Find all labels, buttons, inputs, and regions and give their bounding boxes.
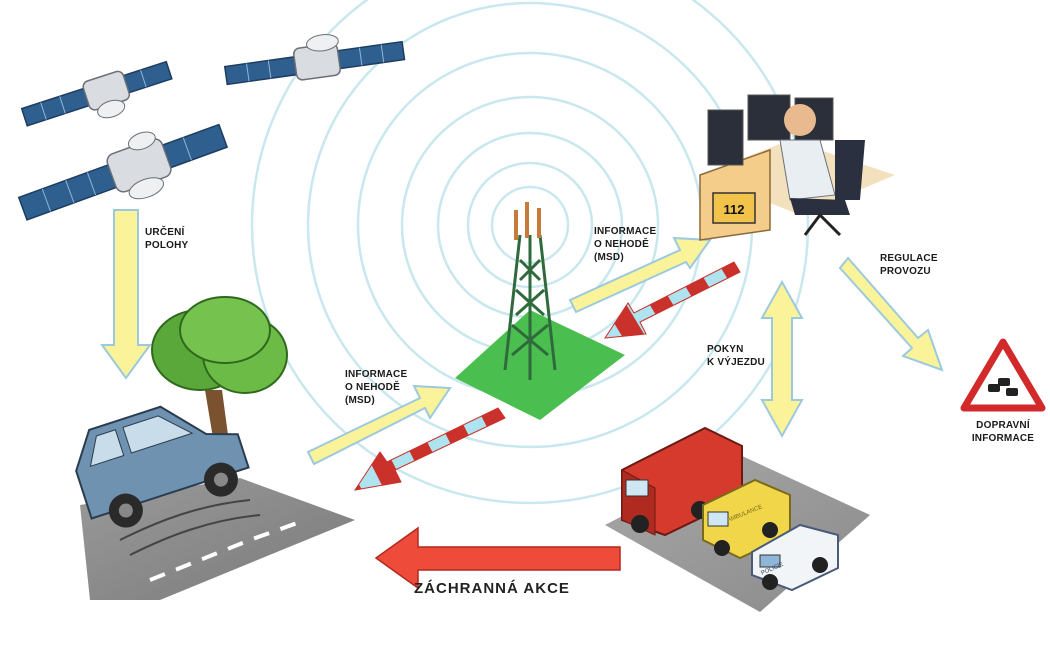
traffic-info-label: DOPRAVNÍ INFORMACE <box>968 419 1038 445</box>
satellite-icon-2 <box>223 34 406 86</box>
crashed-car-icon <box>75 405 250 528</box>
msd-label-car-line-3: (MSD) <box>345 395 375 406</box>
cell-tower-icon <box>503 234 557 380</box>
msd-label-car: INFORMACE O NEHODĚ (MSD) <box>345 368 407 407</box>
tree-icon <box>151 296 288 450</box>
location-label: URČENÍ POLOHY <box>145 226 188 252</box>
traffic-info-label-line-2: INFORMACE <box>971 433 1035 444</box>
location-label-line-2: POLOHY <box>145 240 189 251</box>
rescue-action-label: ZÁCHRANNÁ AKCE <box>414 580 570 597</box>
road <box>80 478 355 600</box>
location-label-line-1: URČENÍ <box>145 227 185 238</box>
satellite-icon-1 <box>20 60 173 127</box>
tower-base <box>455 310 625 420</box>
dispatch-order-label-line-1: POKYN <box>707 344 744 355</box>
dispatch-arrow-center-to-tower <box>604 261 741 339</box>
msd-label-center-line-1: INFORMACE <box>594 226 657 237</box>
location-arrow <box>100 209 152 380</box>
dispatch-order-label-line-2: K VÝJEZDU <box>707 357 765 368</box>
emergency-number: 112 <box>724 202 745 217</box>
dispatch-center-icon <box>699 94 895 241</box>
msd-label-center-line-2: O NEHODĚ <box>594 239 649 250</box>
msd-label-center-line-3: (MSD) <box>594 252 624 263</box>
traffic-regulation-label-line-1: REGULACE <box>880 253 938 264</box>
police-car-icon <box>751 523 839 592</box>
msd-arrow-car-to-tower <box>306 384 452 466</box>
dispatch-order-arrow <box>760 279 804 439</box>
msd-label-car-line-1: INFORMACE <box>345 369 408 380</box>
traffic-regulation-label: REGULACE PROVOZU <box>880 252 938 278</box>
rescue-action-arrow <box>374 526 621 590</box>
msd-label-car-line-2: O NEHODĚ <box>345 382 400 393</box>
traffic-info-label-line-1: DOPRAVNÍ <box>976 420 1030 431</box>
msd-label-center: INFORMACE O NEHODĚ (MSD) <box>594 225 656 264</box>
dispatch-order-label: POKYN K VÝJEZDU <box>707 343 765 369</box>
traffic-regulation-arrow <box>838 256 944 372</box>
dispatch-arrow-tower-to-car <box>353 407 506 491</box>
msd-arrow-tower-to-center <box>568 236 712 314</box>
traffic-warning-sign-icon <box>960 338 1046 412</box>
traffic-regulation-label-line-2: PROVOZU <box>880 266 931 277</box>
satellite-icon-3 <box>17 123 229 221</box>
